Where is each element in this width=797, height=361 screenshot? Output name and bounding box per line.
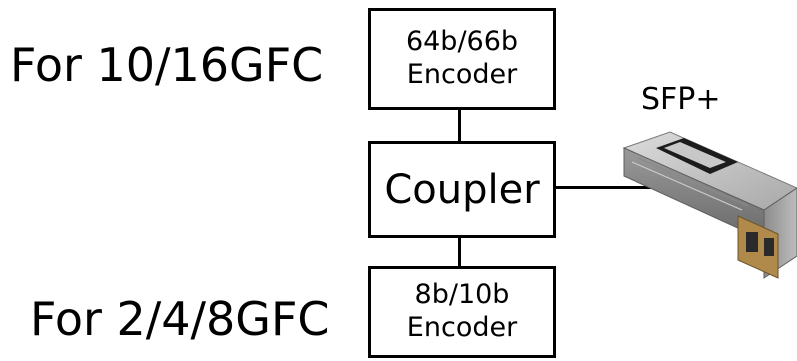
box-64b66b-encoder-line2: Encoder bbox=[406, 59, 518, 90]
sfp-vent-2 bbox=[631, 161, 743, 211]
connector-top-to-coupler bbox=[458, 110, 461, 141]
label-for-10-16gfc: For 10/16GFC bbox=[10, 38, 324, 92]
sfp-plus-transceiver-icon bbox=[622, 131, 797, 279]
box-64b66b-encoder-line1: 64b/66b bbox=[405, 26, 519, 58]
box-coupler: Coupler bbox=[368, 141, 556, 238]
box-64b66b-encoder: 64b/66b Encoder bbox=[368, 8, 556, 110]
box-8b10b-encoder: 8b/10b Encoder bbox=[368, 266, 556, 358]
sfp-port-left bbox=[746, 232, 758, 252]
sfp-port-right bbox=[764, 238, 774, 256]
sfp-vent-1 bbox=[637, 157, 749, 207]
box-8b10b-encoder-line1: 8b/10b bbox=[414, 279, 510, 311]
label-for-2-4-8gfc: For 2/4/8GFC bbox=[30, 292, 330, 346]
box-8b10b-encoder-line2: Encoder bbox=[406, 312, 518, 343]
sfp-sticker-highlight bbox=[664, 142, 726, 168]
box-coupler-label: Coupler bbox=[384, 166, 540, 213]
connector-coupler-to-sfp bbox=[556, 186, 655, 189]
label-sfp-plus: SFP+ bbox=[641, 82, 721, 117]
connector-coupler-to-bottom bbox=[458, 238, 461, 266]
